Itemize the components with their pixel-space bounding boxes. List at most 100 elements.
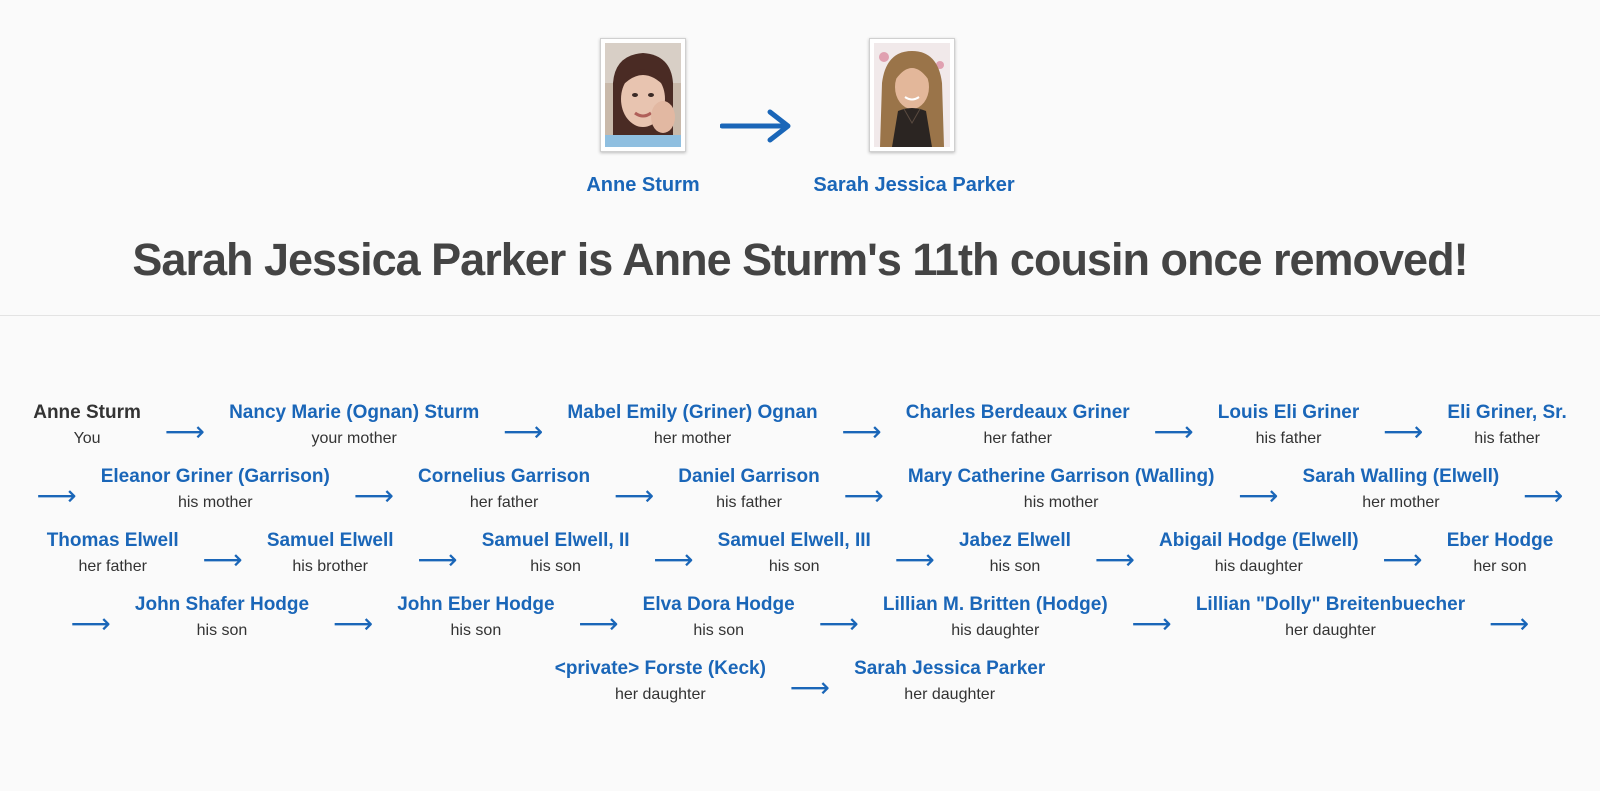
chain-person: Abigail Hodge (Elwell)his daughter	[1159, 528, 1359, 580]
chain-person-name-link[interactable]: Lillian "Dolly" Breitenbuecher	[1195, 594, 1466, 615]
right-arrow-icon	[720, 108, 792, 144]
person-a-portrait-image	[605, 43, 681, 147]
chain-person-name-link[interactable]: Cornelius Garrison	[418, 466, 591, 487]
right-arrow-icon: ⟶	[36, 480, 77, 511]
chain-person: Mabel Emily (Griner) Ognan her mother	[567, 400, 817, 452]
chain-person-name-link[interactable]: <private> Forste (Keck)	[554, 658, 766, 679]
right-arrow-icon: ⟶	[353, 480, 394, 511]
chain-person: Mary Catherine Garrison (Walling) his mot…	[908, 464, 1215, 516]
right-arrow-icon: ⟶	[1489, 608, 1530, 639]
right-arrow-icon: ⟶	[1094, 544, 1136, 575]
chain-person-relation: his son	[693, 622, 745, 639]
right-arrow-icon: ⟶	[1238, 480, 1279, 511]
chain-person-name-link[interactable]: Sarah Walling (Elwell)	[1302, 466, 1500, 487]
chain-person: Thomas Elwell her father	[47, 528, 179, 580]
chain-person-relation: her mother	[653, 430, 732, 447]
chain-person-name-link[interactable]: Elva Dora Hodge	[642, 594, 795, 615]
chain-person: Nancy Marie (Ognan) Sturm your mother	[229, 400, 479, 452]
chain-person-name-link[interactable]: Thomas Elwell	[46, 530, 179, 551]
chain-person: Sarah Walling (Elwell) her mother	[1303, 464, 1500, 516]
chain-person: Samuel Elwell his brother	[267, 528, 394, 580]
right-arrow-icon: ⟶	[417, 544, 458, 575]
right-arrow-icon: ⟶	[1383, 416, 1424, 447]
chain-person-name-link[interactable]: Lillian M. Britten (Hodge)	[882, 594, 1108, 615]
relationship-headline: Sarah Jessica Parker is Anne Sturm's 11t…	[132, 234, 1468, 285]
right-arrow-icon: ⟶	[503, 416, 544, 447]
chain-person-relation: his son	[989, 558, 1041, 575]
right-arrow-icon: ⟶	[789, 672, 831, 703]
chain-person-relation: his son	[530, 558, 581, 575]
right-arrow-icon: ⟶	[70, 608, 111, 639]
chain-person-relation: his mother	[1023, 494, 1099, 511]
chain-person-relation: his mother	[177, 494, 253, 511]
right-arrow-icon: ⟶	[202, 544, 243, 575]
right-arrow-icon: ⟶	[614, 480, 655, 511]
chain-person-name-link[interactable]: Eli Griner, Sr.	[1447, 402, 1567, 423]
chain-person-name-link[interactable]: Eber Hodge	[1446, 530, 1554, 551]
chain-person-name-link[interactable]: John Eber Hodge	[397, 594, 555, 615]
chain-person-relation: her father	[78, 558, 147, 575]
chain-person-relation: his brother	[292, 558, 368, 575]
right-arrow-icon: ⟶	[1153, 416, 1194, 447]
chain-person: Eber Hodge her son	[1447, 528, 1554, 580]
chain-person: Sarah Jessica Parker her daughter	[854, 656, 1045, 708]
right-arrow-icon: ⟶	[1382, 544, 1423, 575]
right-arrow-icon: ⟶	[894, 544, 935, 575]
chain-person: Daniel Garrison his father	[678, 464, 820, 516]
chain-person-relation: your mother	[311, 430, 397, 447]
chain-person-relation: his father	[1255, 430, 1322, 447]
chain-person-name-link[interactable]: Sarah Jessica Parker	[854, 658, 1046, 679]
chain-person-relation: his father	[1474, 430, 1540, 447]
chain-person: Louis Eli Griner his father	[1218, 400, 1359, 452]
right-arrow-icon: ⟶	[841, 416, 882, 447]
chain-person: John Eber Hodge his son	[397, 592, 554, 644]
chain-person: Samuel Elwell, II his son	[482, 528, 630, 580]
person-b-portrait-image	[874, 43, 950, 147]
chain-person: Elva Dora Hodge his son	[643, 592, 795, 644]
right-arrow-icon: ⟶	[843, 480, 884, 511]
chain-person-name-link[interactable]: Abigail Hodge (Elwell)	[1159, 530, 1359, 551]
right-arrow-icon: ⟶	[653, 544, 694, 575]
right-arrow-icon: ⟶	[578, 608, 619, 639]
chain-person-name-link[interactable]: Samuel Elwell, II	[481, 530, 630, 551]
chain-person-relation: his father	[716, 494, 782, 511]
chain-person-relation: his son	[450, 622, 502, 639]
right-arrow-icon: ⟶	[333, 608, 374, 639]
chain-person: Eli Griner, Sr. his father	[1447, 400, 1566, 452]
chain-person-relation: her daughter	[1285, 622, 1376, 639]
chain-person-relation: her father	[983, 430, 1052, 447]
chain-person-name-link[interactable]: Samuel Elwell	[266, 530, 394, 551]
chain-person-name: Anne Sturm	[33, 402, 141, 423]
connection-header: Anne Sturm Sarah Jessica Parker Sarah Je…	[0, 0, 1600, 316]
chain-person-name-link[interactable]: Mary Catherine Garrison (Walling)	[907, 466, 1215, 487]
right-arrow-icon: ⟶	[818, 608, 859, 639]
chain-person-name-link[interactable]: Jabez Elwell	[958, 530, 1071, 551]
chain-person-name-link[interactable]: Charles Berdeaux Griner	[905, 402, 1130, 423]
person-a-name-link[interactable]: Anne Sturm	[586, 174, 700, 196]
chain-person-relation: his daughter	[951, 622, 1040, 639]
chain-person-relation: her daughter	[904, 686, 996, 703]
right-arrow-icon: ⟶	[1523, 480, 1564, 511]
right-arrow-icon: ⟶	[1131, 608, 1172, 639]
chain-person-name-link[interactable]: Daniel Garrison	[678, 466, 820, 487]
chain-person-name-link[interactable]: John Shafer Hodge	[134, 594, 310, 615]
person-b-name-link[interactable]: Sarah Jessica Parker	[813, 174, 1015, 196]
chain-person-name-link[interactable]: Mabel Emily (Griner) Ognan	[567, 402, 818, 423]
chain-person-name-link[interactable]: Samuel Elwell, III	[717, 530, 871, 551]
chain-person: Eleanor Griner (Garrison) his mother	[101, 464, 330, 516]
chain-person: Charles Berdeaux Griner her father	[906, 400, 1130, 452]
person-a-photo[interactable]	[600, 38, 686, 152]
chain-person-relation: You	[73, 430, 101, 447]
chain-person-relation: her son	[1473, 558, 1527, 575]
chain-person-relation: her mother	[1362, 494, 1440, 511]
chain-person: <private> Forste (Keck)her daughter	[555, 656, 766, 708]
chain-person-name-link[interactable]: Eleanor Griner (Garrison)	[100, 466, 330, 487]
chain-person: Lillian M. Britten (Hodge) his daughter	[883, 592, 1108, 644]
chain-person-name-link[interactable]: Louis Eli Griner	[1217, 402, 1360, 423]
person-b-photo[interactable]	[869, 38, 955, 152]
chain-person-name-link[interactable]: Nancy Marie (Ognan) Sturm	[229, 402, 480, 423]
